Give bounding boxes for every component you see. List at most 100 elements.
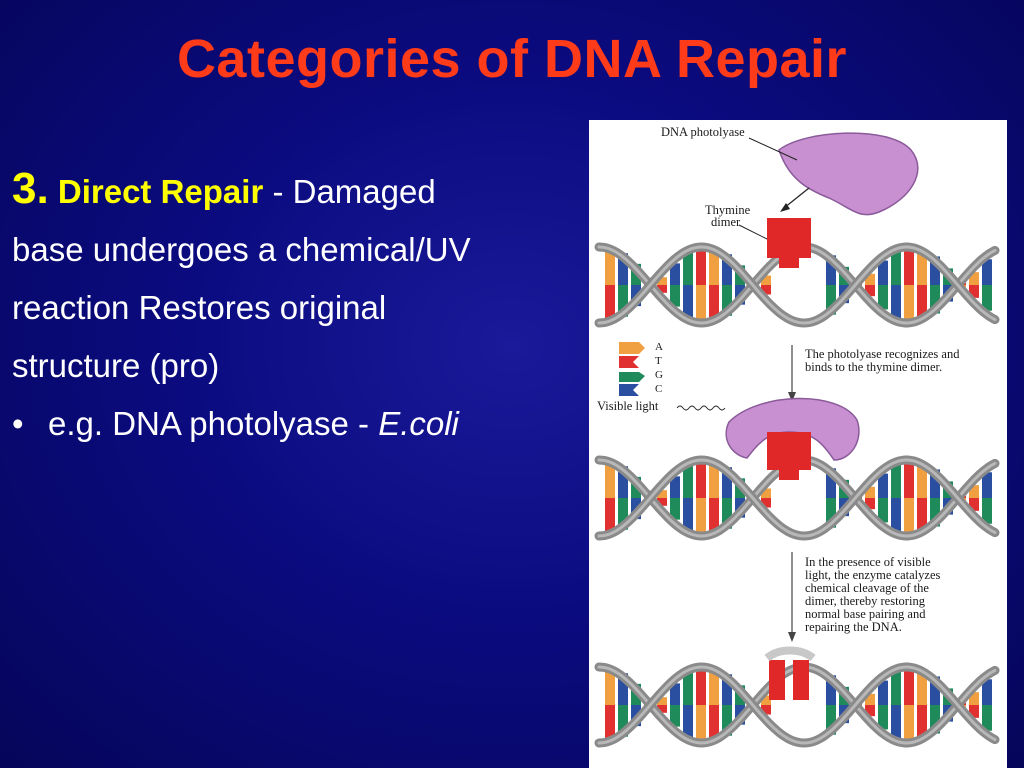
base-pair-bottom [709,285,719,323]
base-pair-bottom [618,498,628,530]
base-pair-top [826,468,836,498]
base-pair-bottom [605,705,615,743]
base-pair-top [683,465,693,498]
base-pair-bottom [826,285,836,315]
base-pair-top [930,676,940,705]
base-pair-bottom [917,498,927,535]
arrowhead-icon [788,392,796,402]
restored-backbone [764,646,816,662]
base-pair-top [904,460,914,498]
base-pair-top [761,488,771,498]
base-pair-top [605,667,615,705]
base-pair-bottom [917,705,927,742]
dna-backbone-highlight [597,245,997,325]
repaired-thymine-left [769,660,785,700]
base-pair-top [982,679,992,705]
base-pair-bottom [670,705,680,727]
base-pair-bottom [930,498,940,527]
base-pair-bottom [891,705,901,739]
base-pair-bottom [761,705,771,715]
base-pair-bottom [761,498,771,508]
base-pair-top [696,247,706,285]
arrowhead-icon [788,632,796,642]
base-pair-top [761,695,771,705]
bullet-item: •e.g. DNA photolyase - E.coli [12,395,582,453]
dna-helix-repaired [594,662,1000,748]
base-pair-bottom [904,285,914,323]
base-pair-bottom [605,498,615,536]
base-pair-top [826,675,836,705]
base-pair-bottom [618,285,628,317]
base-pair-bottom [891,285,901,319]
base-pair-top [657,277,667,285]
base-pair-bottom [930,285,940,314]
base-pair-bottom [865,285,875,297]
base-pair-top [709,460,719,498]
base-pair-bottom [969,498,979,511]
base-pair-bottom [826,498,836,528]
dimer-pointer-line [738,224,770,241]
base-pair-bottom [696,285,706,323]
arrowhead-icon [780,203,790,212]
slide-title: Categories of DNA Repair [176,29,848,89]
base-pair-top [605,460,615,498]
base-pair-bottom [982,498,992,524]
legend-g: G [655,369,663,381]
base-pair-bottom [683,705,693,738]
base-pair-top [670,263,680,285]
base-pair-top [904,667,914,705]
point-line-1: 3. Direct Repair - Damaged [12,160,582,221]
thymine-dimer-icon [767,218,811,268]
base-pair-top [722,254,732,285]
base-pair-bottom [969,705,979,718]
base-pair-top [917,668,927,705]
base-pair-top [722,467,732,498]
base-pair-top [657,490,667,498]
base-pair-top [865,273,875,285]
base-pair-bottom [904,705,914,743]
base-pair-top [878,680,888,705]
repaired-thymine-right [793,660,809,700]
label-dimer: dimer [711,215,741,229]
base-pair-bottom [865,498,875,510]
body-line-4: structure (pro) [12,347,220,384]
enzyme-arrow-icon [783,187,810,209]
step2-caption-line1: In the presence of visible [805,555,931,569]
bullet-text: e.g. DNA photolyase - [48,405,379,442]
base-pair-top [618,673,628,705]
base-legend [619,342,645,396]
base-pair-top [891,251,901,285]
base-pair-top [722,674,732,705]
step2-caption-line6: repairing the DNA. [805,620,902,634]
base-pair-bottom [657,498,667,506]
base-pair-top [982,472,992,498]
point-heading: Direct Repair [57,173,264,210]
base-pair-bottom [826,705,836,735]
base-pair-bottom [917,285,927,322]
base-pair-bottom [878,705,888,730]
base-pair-bottom [982,285,992,311]
point-number: 3. [12,164,49,213]
base-pair-bottom [878,498,888,523]
base-pair-top [826,255,836,285]
thymine-dimer-bound-icon [767,432,811,480]
base-pair-top [891,464,901,498]
base-pair-top [696,460,706,498]
bullet-symbol: • [12,405,24,442]
base-pair-top [696,667,706,705]
base-pair-top [904,247,914,285]
base-pair-bottom [761,285,771,295]
point-text: - Damaged [263,173,436,210]
base-pair-top [917,248,927,285]
base-pair-bottom [865,705,875,717]
base-pair-top [709,667,719,705]
legend-a: A [655,341,663,353]
step2-caption-line4: dimer, thereby restoring [805,594,925,608]
base-pair-bottom [657,705,667,713]
base-pair-bottom [618,705,628,737]
base-pair-bottom [709,705,719,743]
step1-caption-line2: binds to the thymine dimer. [805,360,943,374]
base-pair-top [969,692,979,705]
base-pair-top [930,469,940,498]
base-pair-top [930,256,940,285]
